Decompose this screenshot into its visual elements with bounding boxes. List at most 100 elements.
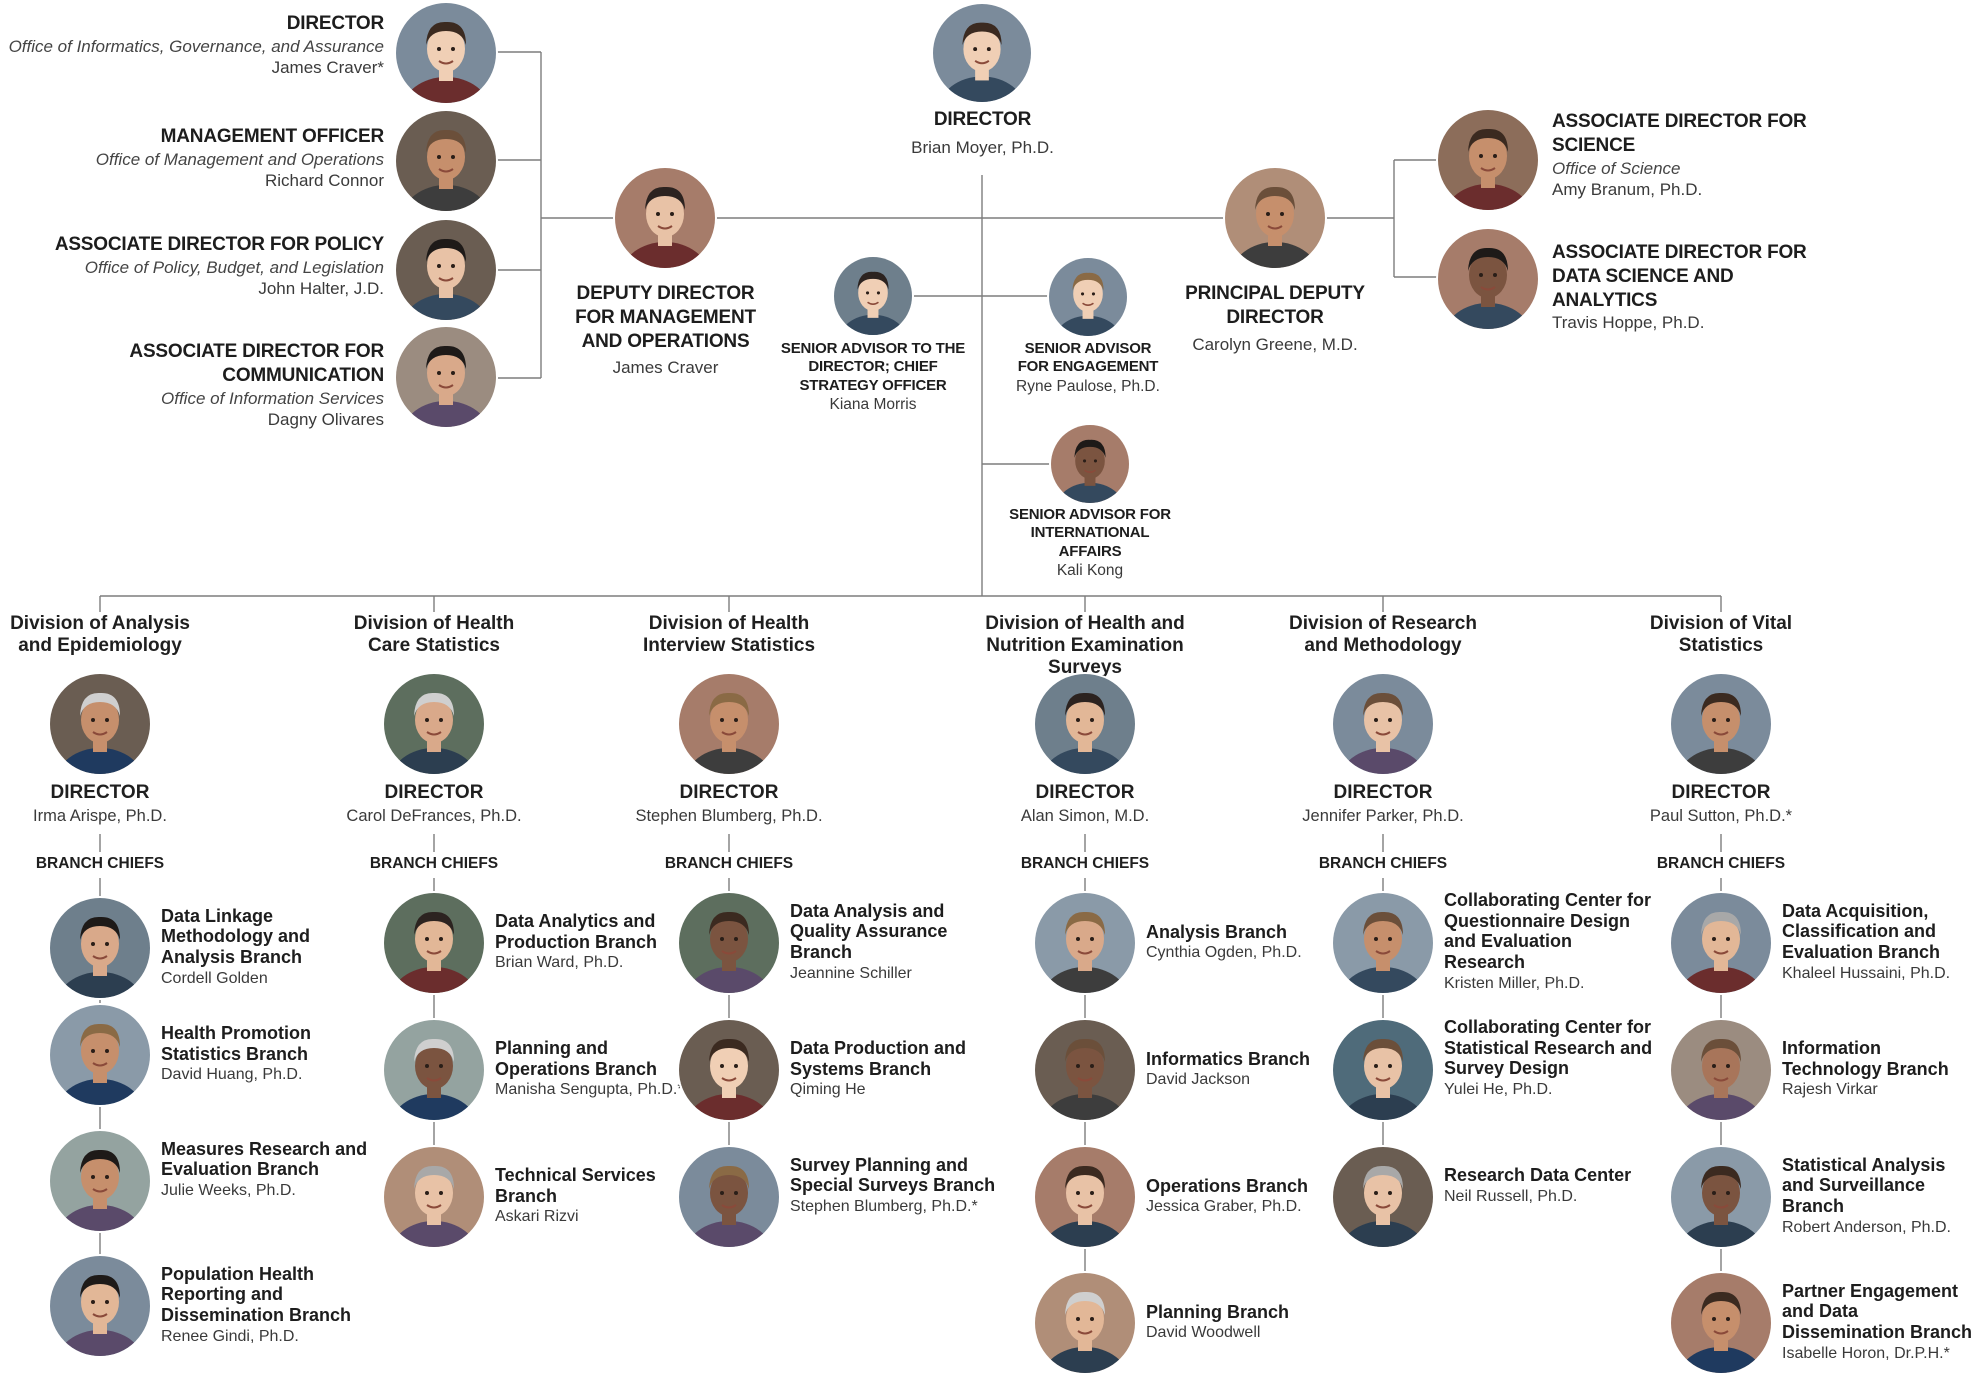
- division-director-name: Alan Simon, M.D.: [1020, 807, 1150, 825]
- avatar: [396, 220, 496, 320]
- branch-chief: Kristen Miller, Ph.D.: [1444, 974, 1585, 992]
- division-name: Division of Research and Methodology: [1289, 613, 1477, 656]
- branch-label: Statistical Analysis and Surveillance Br…: [1782, 1155, 1979, 1237]
- branch-chief: Manisha Sengupta, Ph.D.*: [495, 1081, 684, 1099]
- office-name: Office of Informatics, Governance, and A…: [8, 36, 384, 56]
- branch-chief: Qiming He: [790, 1081, 866, 1099]
- avatar: [1049, 258, 1127, 336]
- office-label: MANAGEMENT OFFICER Office of Management …: [4, 125, 384, 191]
- principal-deputy-name: Carolyn Greene, M.D.: [1192, 334, 1358, 354]
- branch-name: Population Health Reporting and Dissemin…: [161, 1263, 352, 1325]
- avatar: [679, 893, 779, 993]
- branch-label: Data Acquisition, Classification and Eva…: [1782, 901, 1979, 983]
- avatar: [396, 111, 496, 211]
- branch-chief: Rajesh Virkar: [1782, 1081, 1878, 1099]
- branch-chief: David Huang, Ph.D.: [161, 1066, 303, 1084]
- division-director-title: DIRECTOR: [1035, 782, 1135, 803]
- office-person: James Craver*: [271, 58, 384, 77]
- division-director-name: Jennifer Parker, Ph.D.: [1302, 807, 1464, 825]
- branch-label: Data Linkage Methodology and Analysis Br…: [161, 906, 371, 988]
- advisor-label: SENIOR ADVISOR FOR INTERNATIONAL AFFAIRS…: [1001, 506, 1179, 580]
- deputy-name: James Craver: [612, 358, 719, 378]
- branch-chief: Khaleel Hussaini, Ph.D.: [1782, 964, 1951, 982]
- advisor-name: Kali Kong: [1056, 561, 1124, 579]
- office-title: MANAGEMENT OFFICER: [160, 126, 385, 147]
- branch-chiefs-label: BRANCH CHIEFS: [1020, 855, 1150, 872]
- office-title: ASSOCIATE DIRECTOR FOR DATA SCIENCE AND …: [1552, 242, 1807, 311]
- office-label: ASSOCIATE DIRECTOR FOR POLICY Office of …: [4, 233, 384, 299]
- avatar: [50, 1005, 150, 1105]
- division-director-name: Paul Sutton, Ph.D.*: [1649, 807, 1793, 825]
- top-director-name: Brian Moyer, Ph.D.: [911, 137, 1054, 157]
- avatar: [1333, 674, 1433, 774]
- branch-label: Data Analysis and Quality Assurance Bran…: [790, 901, 1000, 983]
- avatar: [50, 898, 150, 998]
- office-name: Office of Policy, Budget, and Legislatio…: [84, 257, 384, 277]
- branch-chief: David Woodwell: [1146, 1324, 1261, 1342]
- office-name: Office of Information Services: [161, 388, 384, 408]
- avatar: [834, 257, 912, 335]
- top-director-title: DIRECTOR: [933, 109, 1032, 130]
- avatar: [1671, 1020, 1771, 1120]
- office-title: ASSOCIATE DIRECTOR FOR COMMUNICATION: [129, 341, 384, 386]
- division-name: Division of Vital Statistics: [1649, 613, 1793, 656]
- branch-chief: Cynthia Ogden, Ph.D.: [1146, 944, 1302, 962]
- office-label: ASSOCIATE DIRECTOR FOR DATA SCIENCE AND …: [1552, 241, 1842, 334]
- office-label: DIRECTOR Office of Informatics, Governan…: [4, 12, 385, 78]
- avatar: [1035, 1147, 1135, 1247]
- branch-chief: Robert Anderson, Ph.D.: [1782, 1218, 1951, 1236]
- avatar: [679, 1020, 779, 1120]
- avatar: [50, 1131, 150, 1231]
- branch-chief: Isabelle Horon, Dr.P.H.*: [1782, 1344, 1950, 1362]
- division-director-title: DIRECTOR: [1333, 782, 1433, 803]
- office-name: Office of Science: [1552, 158, 1681, 178]
- avatar: [1438, 229, 1538, 329]
- office-name: Office of Management and Operations: [95, 149, 384, 169]
- branch-chief: Cordell Golden: [161, 969, 268, 987]
- branch-name: Collaborating Center for Questionnaire D…: [1444, 890, 1652, 973]
- avatar: [679, 1147, 779, 1247]
- branch-name: Analysis Branch: [1146, 921, 1288, 942]
- branch-chiefs-label: BRANCH CHIEFS: [1656, 855, 1786, 872]
- branch-chief: Neil Russell, Ph.D.: [1444, 1187, 1578, 1205]
- branch-name: Data Acquisition, Classification and Eva…: [1782, 900, 1941, 962]
- avatar: [1671, 1273, 1771, 1373]
- advisor-name: Kiana Morris: [829, 395, 917, 413]
- avatar: [933, 4, 1031, 102]
- branch-name: Survey Planning and Special Surveys Bran…: [790, 1154, 996, 1196]
- office-person: Richard Connor: [264, 171, 384, 190]
- branch-chief: Askari Rizvi: [495, 1208, 579, 1226]
- branch-chiefs-label: BRANCH CHIEFS: [369, 855, 499, 872]
- division-director-title: DIRECTOR: [679, 782, 779, 803]
- branch-name: Partner Engagement and Data Disseminatio…: [1782, 1280, 1973, 1342]
- avatar: [384, 1020, 484, 1120]
- advisor-title: SENIOR ADVISOR TO THE DIRECTOR; CHIEF ST…: [780, 340, 966, 394]
- office-title: ASSOCIATE DIRECTOR FOR POLICY: [54, 234, 384, 255]
- branch-chief: Jeannine Schiller: [790, 964, 912, 982]
- avatar: [396, 3, 496, 103]
- branch-name: Data Production and Systems Branch: [790, 1038, 967, 1079]
- branch-chief: David Jackson: [1146, 1071, 1251, 1089]
- avatar: [384, 674, 484, 774]
- division-name: Division of Health Care Statistics: [353, 613, 515, 656]
- branch-chief: Stephen Blumberg, Ph.D.*: [790, 1197, 978, 1215]
- branch-chief: Brian Ward, Ph.D.: [495, 954, 624, 972]
- avatar: [384, 1147, 484, 1247]
- branch-name: Collaborating Center for Statistical Res…: [1444, 1017, 1653, 1079]
- division-director-title: DIRECTOR: [384, 782, 484, 803]
- avatar: [50, 674, 150, 774]
- branch-name: Health Promotion Statistics Branch: [161, 1023, 312, 1064]
- avatar: [396, 327, 496, 427]
- office-person: Amy Branum, Ph.D.: [1552, 179, 1703, 199]
- deputy-title: DEPUTY DIRECTOR FOR MANAGEMENT AND OPERA…: [575, 283, 756, 352]
